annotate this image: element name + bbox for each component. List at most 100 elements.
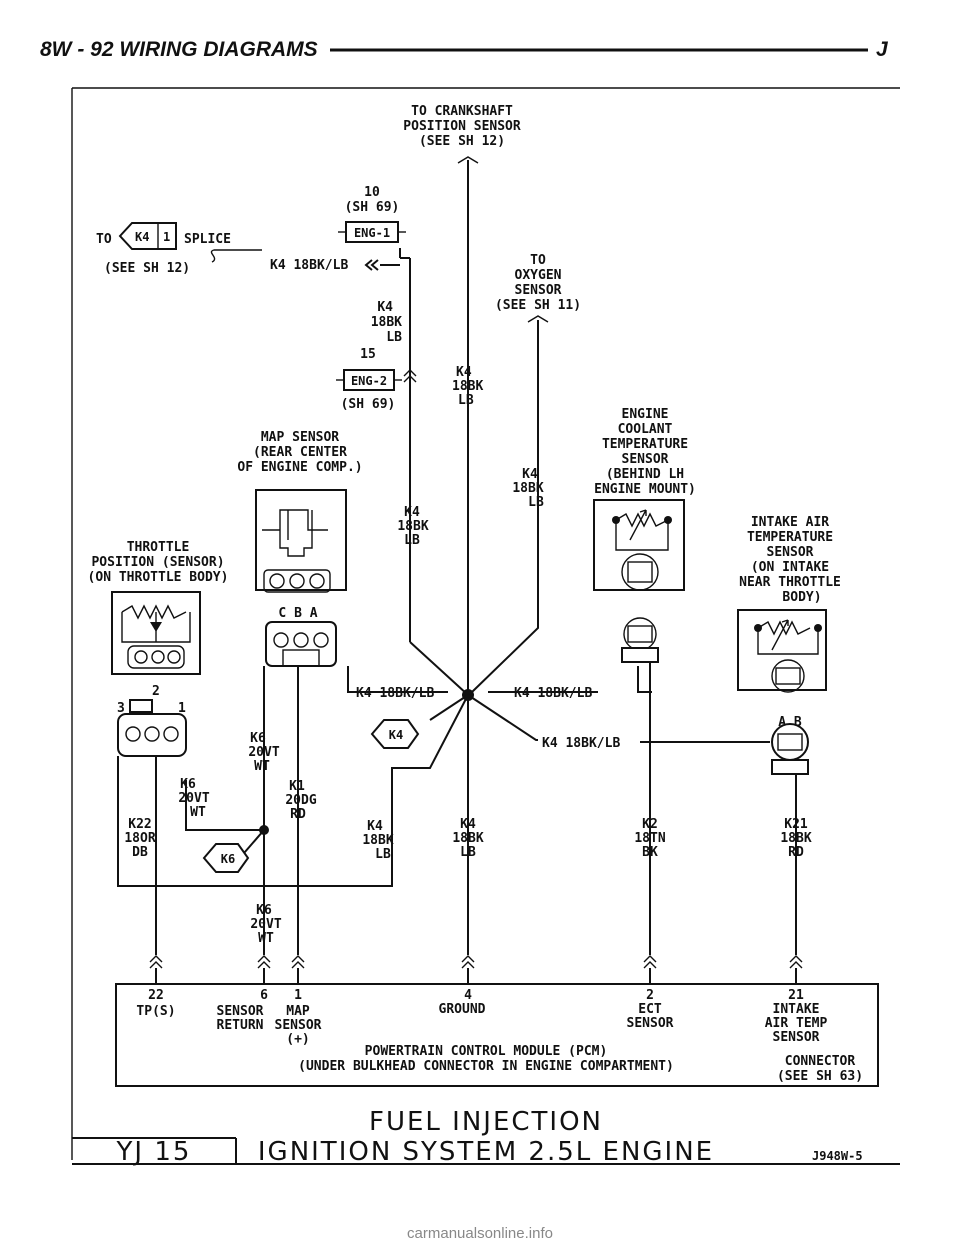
svg-text:K22: K22 (128, 817, 151, 832)
pcm-pin-arrows (149, 955, 803, 984)
splice-word-label: SPLICE (184, 232, 231, 247)
pcm-pin-6: 6 SENSOR RETURN (217, 988, 269, 1033)
map-pins-cba: C B A (278, 606, 317, 621)
svg-text:GROUND: GROUND (439, 1002, 486, 1017)
svg-text:20VT: 20VT (250, 917, 281, 932)
map-connector (265, 621, 337, 667)
pcm-title: POWERTRAIN CONTROL MODULE (PCM) (365, 1044, 608, 1059)
svg-text:18OR: 18OR (124, 831, 155, 846)
svg-text:3: 3 (117, 701, 125, 716)
svg-text:LB: LB (375, 847, 391, 862)
svg-text:(REAR CENTER: (REAR CENTER (253, 445, 347, 460)
svg-text:ENGINE: ENGINE (622, 407, 669, 422)
svg-text:INTAKE AIR: INTAKE AIR (751, 515, 829, 530)
svg-text:RETURN: RETURN (217, 1018, 264, 1033)
svg-text:1: 1 (163, 230, 170, 244)
splice-to-label: TO (96, 232, 112, 247)
svg-text:6: 6 (260, 988, 268, 1003)
svg-text:(ON INTAKE: (ON INTAKE (751, 560, 829, 575)
svg-text:RD: RD (788, 845, 804, 860)
wire-oxygen (471, 320, 539, 693)
wire-k4-to-iat (467, 694, 538, 741)
tps-pin-numbers: 3 2 1 (117, 684, 186, 716)
splice-see-label: (SEE SH 12) (104, 261, 190, 276)
k6-tag-icon: K6 (202, 843, 250, 873)
svg-text:18TN: 18TN (634, 831, 665, 846)
svg-text:MAP: MAP (286, 1004, 310, 1019)
wire-label-k2: K2 18TN BK (634, 817, 665, 860)
wire-label-k4-c: K4 18BK LB (397, 505, 428, 548)
svg-text:TEMPERATURE: TEMPERATURE (747, 530, 833, 545)
svg-text:(ON THROTTLE BODY): (ON THROTTLE BODY) (88, 570, 229, 585)
svg-text:TO: TO (530, 253, 546, 268)
svg-text:SENSOR: SENSOR (622, 452, 669, 467)
svg-text:SENSOR: SENSOR (767, 545, 814, 560)
svg-text:DB: DB (132, 845, 148, 860)
svg-text:20DG: 20DG (285, 793, 316, 808)
iat-sensor-symbol (737, 609, 827, 693)
svg-text:2: 2 (152, 684, 160, 699)
svg-text:(+): (+) (286, 1032, 309, 1047)
oxygen-arrow (527, 315, 549, 323)
svg-text:K21: K21 (784, 817, 808, 832)
svg-text:COOLANT: COOLANT (618, 422, 673, 437)
title-line-2: IGNITION SYSTEM 2.5L ENGINE (258, 1137, 714, 1167)
tps-connector (117, 699, 187, 757)
pcm-pin-1: 1 MAP SENSOR (+) (275, 988, 322, 1047)
svg-text:WT: WT (190, 805, 206, 820)
svg-text:1: 1 (178, 701, 186, 716)
wire-label-k4-b: K4 18BK LB (452, 365, 483, 408)
splice-leader (210, 249, 262, 263)
pcm-box (115, 983, 879, 1087)
svg-text:BODY): BODY) (782, 590, 821, 605)
svg-text:ENGINE MOUNT): ENGINE MOUNT) (594, 482, 696, 497)
watermark-footer: carmanualsonline.info (407, 1225, 553, 1242)
svg-text:K4: K4 (377, 300, 393, 315)
svg-text:20VT: 20VT (248, 745, 279, 760)
svg-text:INTAKE: INTAKE (773, 1002, 820, 1017)
k4-tag-icon: K4 (370, 719, 420, 749)
svg-text:SENSOR: SENSOR (773, 1030, 820, 1045)
map-sensor-symbol (255, 489, 347, 593)
svg-text:SENSOR: SENSOR (217, 1004, 264, 1019)
svg-text:TEMPERATURE: TEMPERATURE (602, 437, 688, 452)
wire-k6-tps (185, 780, 264, 831)
svg-text:LB: LB (404, 533, 420, 548)
svg-text:K6: K6 (250, 731, 266, 746)
wire-label-k6-c: K6 20VT WT (250, 903, 281, 946)
title-line-1: FUEL INJECTION (369, 1107, 603, 1137)
tps-label: THROTTLE POSITION (SENSOR) (ON THROTTLE … (88, 540, 229, 585)
splice-ref-icon: K4 1 (118, 222, 177, 250)
wire-label-k22: K22 18OR DB (124, 817, 155, 860)
title-code: YJ 15 (116, 1137, 192, 1167)
svg-text:K4: K4 (460, 817, 476, 832)
svg-text:ENG-2: ENG-2 (351, 374, 387, 388)
svg-text:LB: LB (460, 845, 476, 860)
svg-text:(SEE SH 11): (SEE SH 11) (495, 298, 581, 313)
svg-text:BK: BK (642, 845, 658, 860)
tps-symbol (111, 591, 201, 675)
eng2-connector: ENG-2 (336, 369, 417, 391)
pcm-subtitle: (UNDER BULKHEAD CONNECTOR IN ENGINE COMP… (298, 1059, 674, 1074)
svg-text:K4: K4 (456, 365, 472, 380)
page-header-left: 8W - 92 WIRING DIAGRAMS (40, 38, 318, 61)
svg-text:POSITION SENSOR: POSITION SENSOR (403, 119, 521, 134)
svg-text:MAP SENSOR: MAP SENSOR (261, 430, 339, 445)
crank-arrow (457, 156, 479, 164)
wire-label-k6-b: K6 20VT WT (178, 777, 209, 820)
wire-label-k4-mid-left: K4 18BK/LB (356, 686, 434, 701)
svg-text:THROTTLE: THROTTLE (127, 540, 190, 555)
svg-text:AIR TEMP: AIR TEMP (765, 1016, 828, 1031)
svg-text:(BEHIND LH: (BEHIND LH (606, 467, 684, 482)
svg-text:WT: WT (254, 759, 270, 774)
svg-text:K6: K6 (256, 903, 272, 918)
svg-text:OF ENGINE COMP.): OF ENGINE COMP.) (237, 460, 362, 475)
svg-text:POSITION (SENSOR): POSITION (SENSOR) (91, 555, 224, 570)
map-sensor-label: MAP SENSOR (REAR CENTER OF ENGINE COMP.) (237, 430, 362, 475)
wire-label-k4-a: K4 18BK LB (371, 300, 402, 345)
svg-text:SENSOR: SENSOR (515, 283, 562, 298)
wire-label-k4-d: K4 18BK LB (512, 467, 544, 510)
svg-text:ECT: ECT (638, 1002, 662, 1017)
svg-text:WT: WT (258, 931, 274, 946)
pcm-pin-4: 4 GROUND (439, 988, 486, 1017)
